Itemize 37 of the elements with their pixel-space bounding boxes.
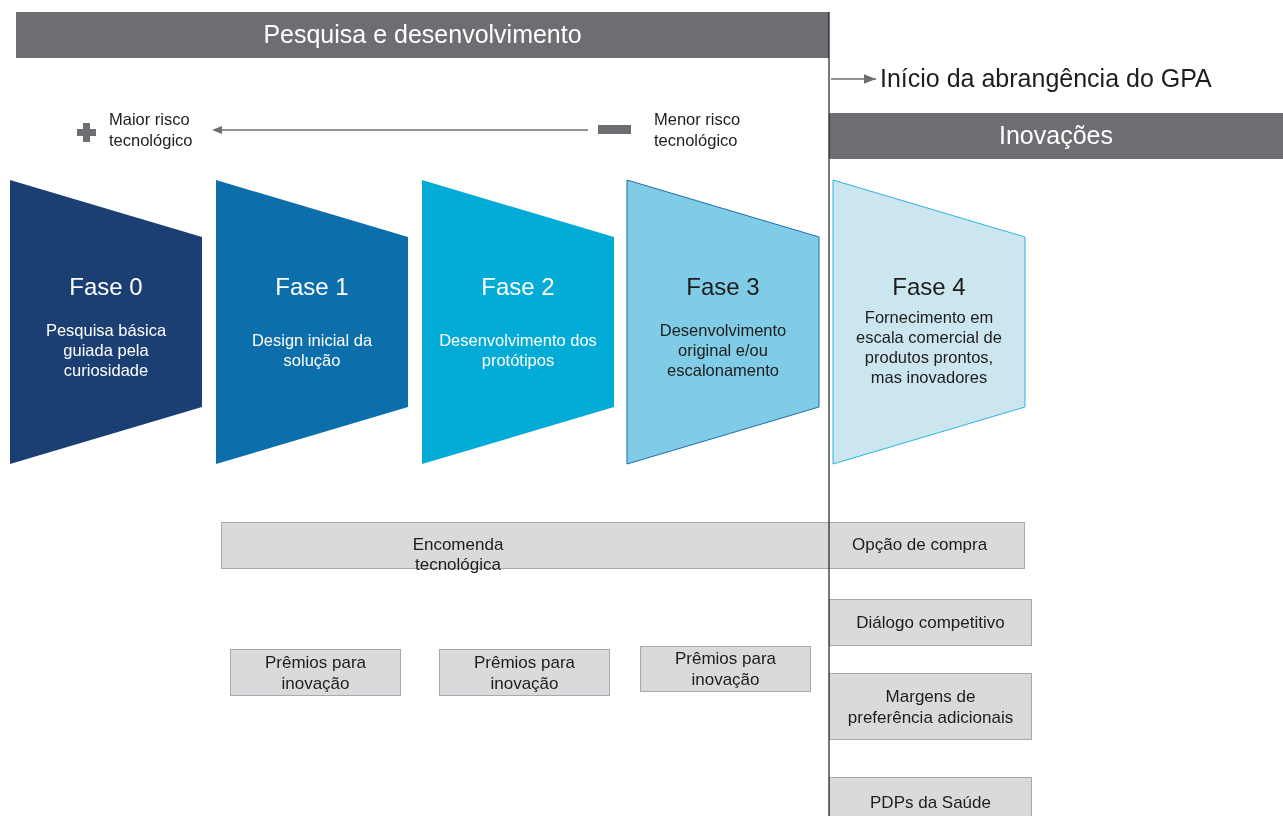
instrument-box <box>439 649 610 696</box>
instrument-box <box>829 777 1032 816</box>
phase-title: Fase 4 <box>891 272 967 302</box>
risk-label: Maior risco tecnológico <box>109 109 194 151</box>
instrument-label: Prêmios para inovação <box>673 648 778 690</box>
phase-title: Fase 3 <box>685 272 761 302</box>
arrow <box>830 74 877 84</box>
band-title: Inovações <box>998 121 1114 150</box>
phase-description: Desenvolvimento dos protótipos <box>438 330 598 370</box>
phase-description: Pesquisa básica guiada pela curiosidade <box>44 320 168 380</box>
instrument-label: Opção de compra <box>852 535 989 555</box>
instrument-box <box>829 673 1032 740</box>
instrument-label: Margens de preferência adicionais <box>846 685 1015 728</box>
instrument-label: Prêmios para inovação <box>472 651 577 694</box>
risk-label: Menor risco tecnológico <box>654 109 742 151</box>
phase-trapezoid <box>10 180 202 464</box>
phase-description: Desenvolvimento original e/ou escalonamento <box>658 320 788 380</box>
phase-trapezoid <box>422 180 614 464</box>
phase-trapezoid <box>216 180 408 464</box>
phase-title: Fase 1 <box>274 272 350 302</box>
phase-description: Design inicial da solução <box>250 330 374 370</box>
instrument-label: Diálogo competitivo <box>855 612 1006 633</box>
instrument-label: Prêmios para inovação <box>263 651 368 694</box>
phase-trapezoid <box>627 180 819 464</box>
instrument-box <box>829 599 1032 646</box>
phase-description: Fornecimento em escala comercial de produtos prontos, mas inovadores <box>855 307 1003 387</box>
instrument-box <box>640 646 811 692</box>
band-title: Pesquisa e desenvolvimento <box>262 20 583 49</box>
instrument-label: PDPs da Saúde <box>869 791 992 813</box>
phase-trapezoid <box>833 180 1025 464</box>
phase-title: Fase 0 <box>68 272 144 302</box>
phase-title: Fase 2 <box>480 272 556 302</box>
header-band <box>16 12 829 58</box>
instrument-label: Encomenda tecnológica <box>411 535 505 575</box>
header-band <box>829 113 1283 159</box>
scope-text: Início da abrangência do GPA <box>880 64 1213 93</box>
instrument-box <box>230 649 401 696</box>
